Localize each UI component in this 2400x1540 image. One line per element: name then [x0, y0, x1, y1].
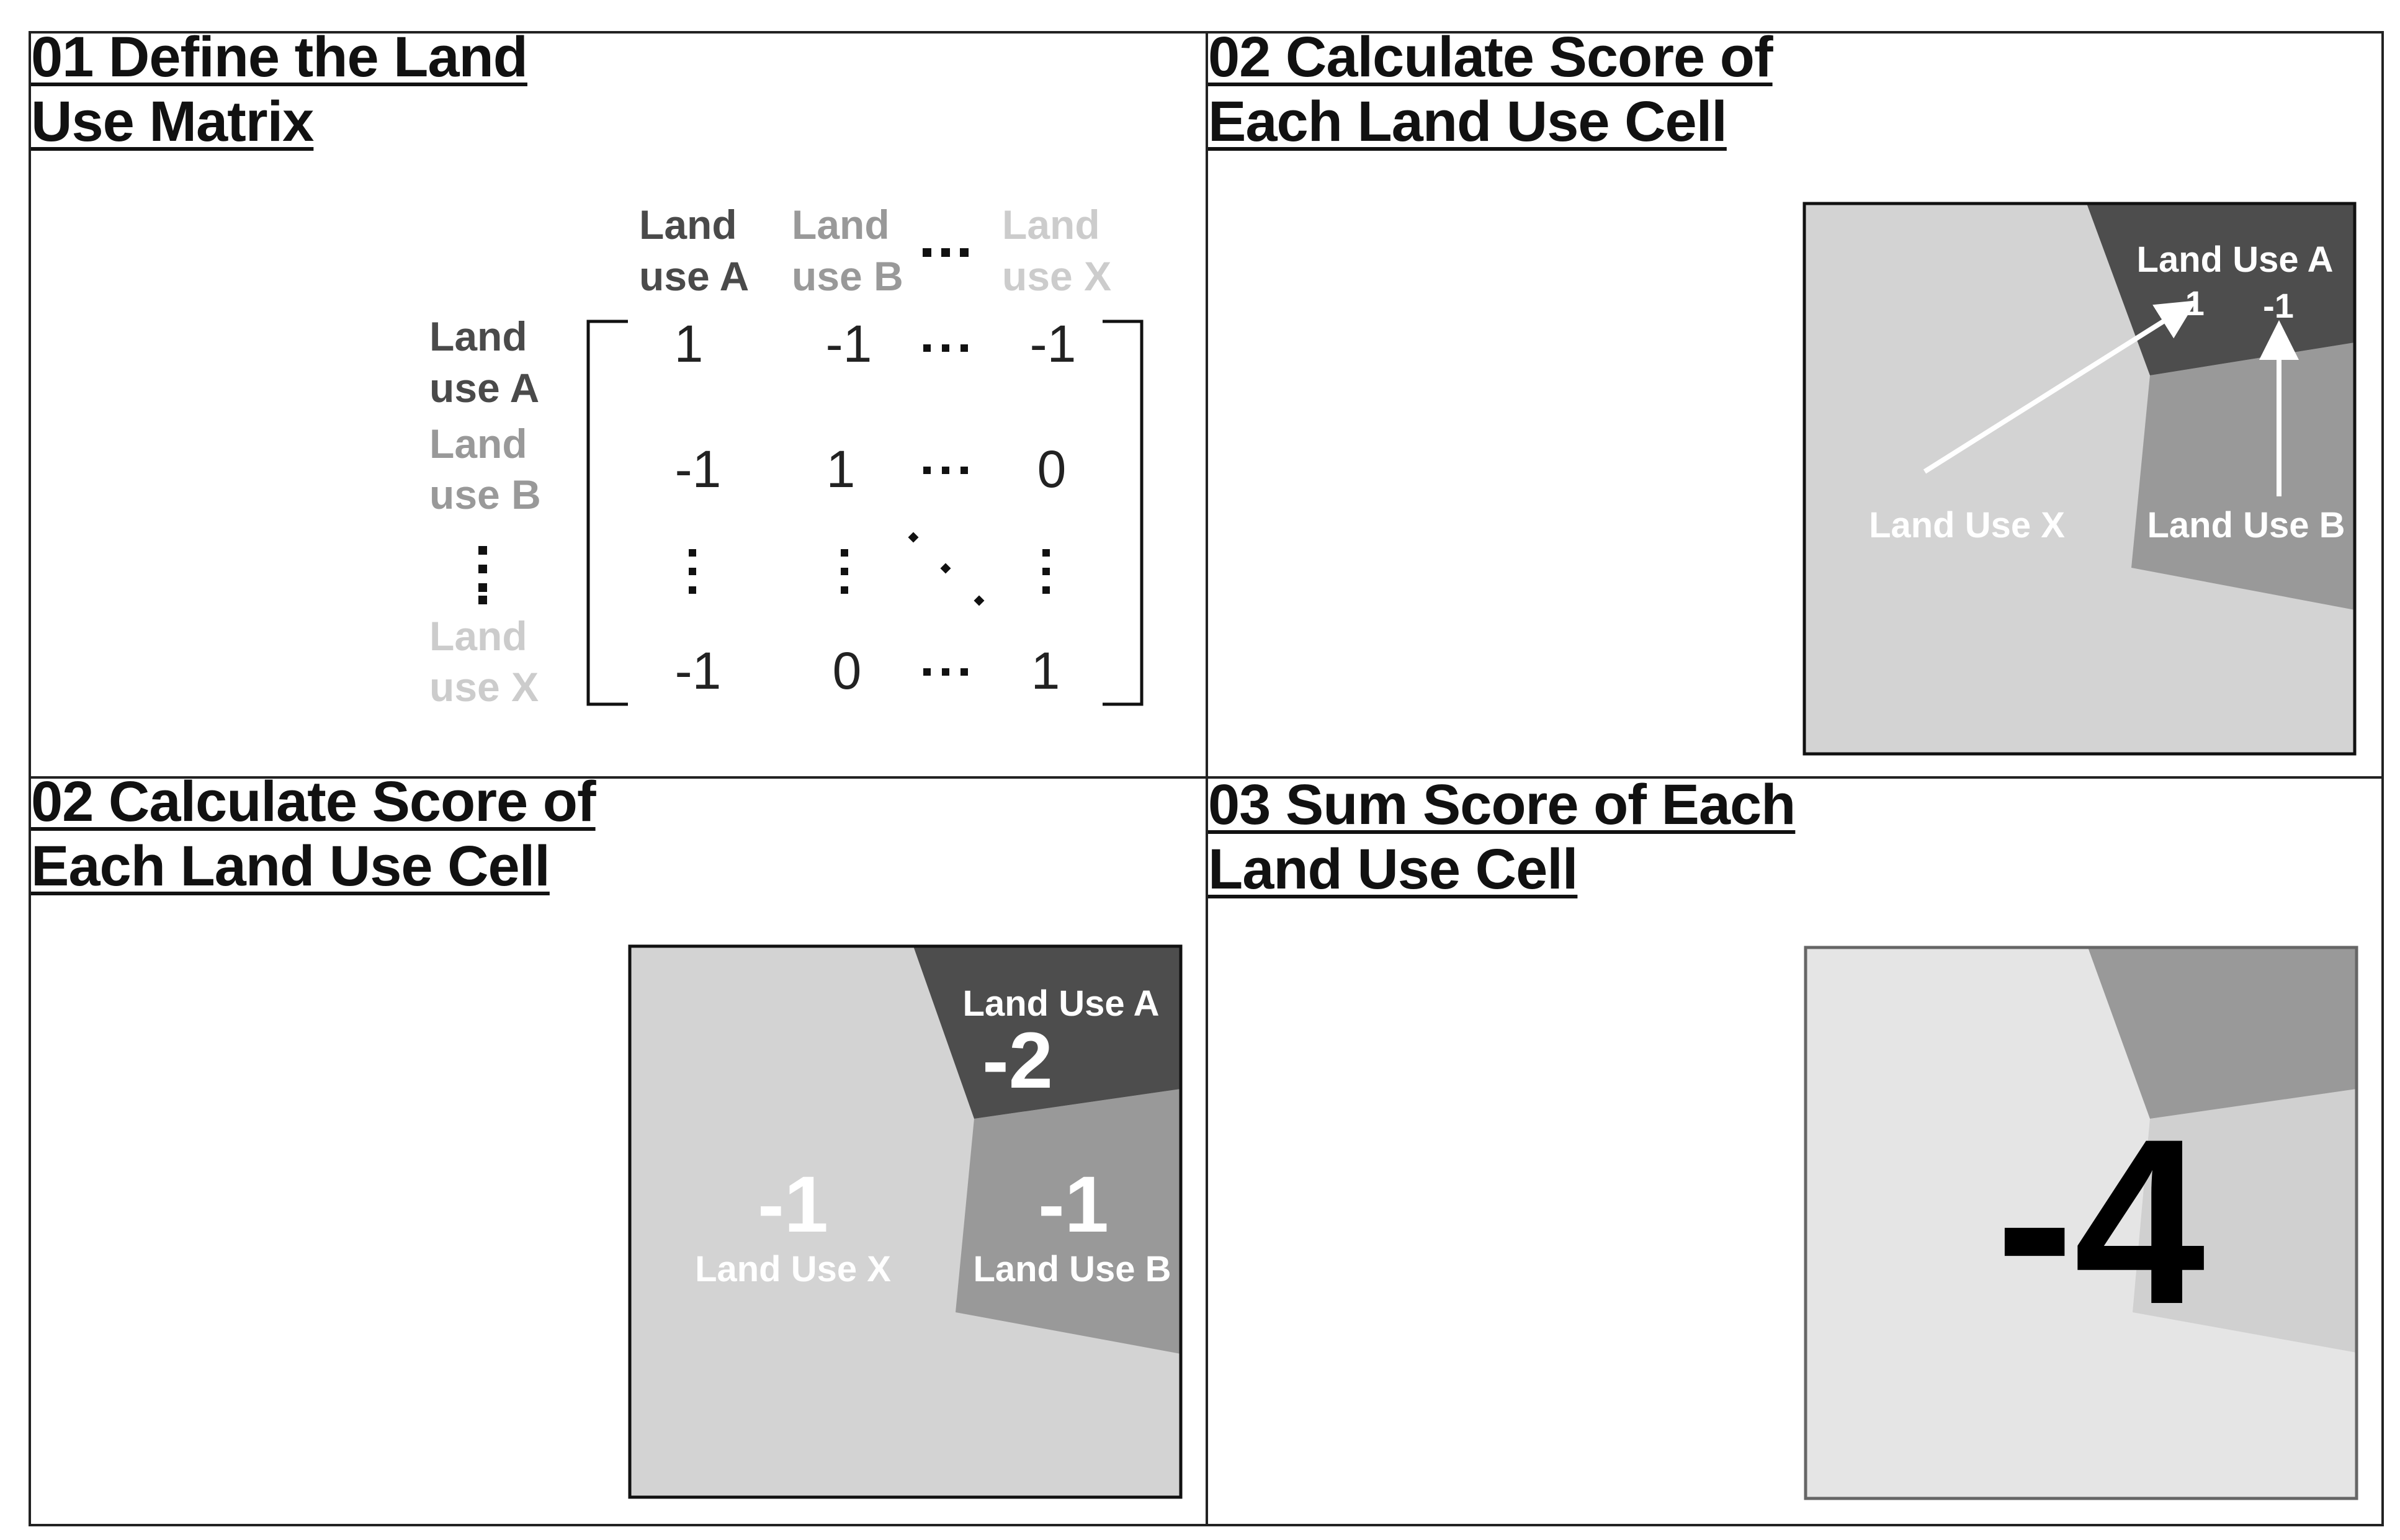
score-a-from-b: -1: [2263, 286, 2294, 325]
land-use-b-region: [956, 1089, 1181, 1354]
total-score: -4: [1995, 1090, 2206, 1353]
map-border: [628, 944, 1183, 1499]
col-header-a-line1: Land: [639, 202, 737, 248]
col-header-a-line2: use A: [639, 253, 749, 299]
land-use-a-region: [913, 946, 1181, 1119]
left-bracket: [586, 320, 628, 706]
land-use-b-region: [2133, 1089, 2357, 1353]
map-border: [1804, 946, 2358, 1500]
right-bracket: [1103, 320, 1144, 706]
row-header-b-line2: use B: [429, 472, 541, 517]
col-header-b-line2: use B: [792, 253, 903, 299]
col-header-b-line1: Land: [792, 202, 890, 248]
row-header-x-line2: use X: [429, 664, 539, 710]
cell-x-x: 1: [1031, 642, 1060, 700]
label-land-use-b: Land Use B: [973, 1249, 1171, 1289]
row-ellipsis: [478, 546, 487, 604]
col-ellipsis: [923, 248, 969, 257]
row-header-x-line1: Land: [429, 613, 527, 659]
cell-b-x: 0: [1037, 440, 1067, 498]
label-land-use-b: Land Use B: [2147, 505, 2345, 545]
cell-x-b: 0: [833, 642, 862, 700]
row-header-a-line2: use A: [429, 365, 539, 411]
score-land-use-a: -2: [982, 1016, 1053, 1105]
col-header-x-line1: Land: [1002, 202, 1100, 248]
land-use-a-region: [2088, 947, 2357, 1119]
cell-b-b: 1: [826, 440, 856, 498]
row-header-b-line1: Land: [429, 421, 527, 467]
land-use-b-region: [2131, 342, 2355, 610]
label-land-use-x: Land Use X: [695, 1249, 891, 1289]
col-header-x-line2: use X: [1002, 253, 1111, 299]
cell-a-a: 1: [674, 315, 704, 373]
label-land-use-a: Land Use A: [963, 983, 1160, 1024]
cell-a-b: -1: [826, 315, 872, 373]
cell-b-a: -1: [675, 440, 722, 498]
arrow-x-to-a: [1923, 300, 2197, 474]
score-land-use-x: -1: [758, 1160, 828, 1249]
label-land-use-a: Land Use A: [2137, 240, 2334, 280]
map-border: [1802, 202, 2357, 756]
cell-x-a: -1: [675, 642, 722, 700]
label-land-use-x: Land Use X: [1869, 505, 2065, 545]
matrix-ellipses: [689, 344, 1050, 676]
row-header-a-line1: Land: [429, 313, 527, 359]
cell-a-x: -1: [1030, 315, 1077, 373]
score-land-use-b: -1: [1038, 1160, 1109, 1249]
